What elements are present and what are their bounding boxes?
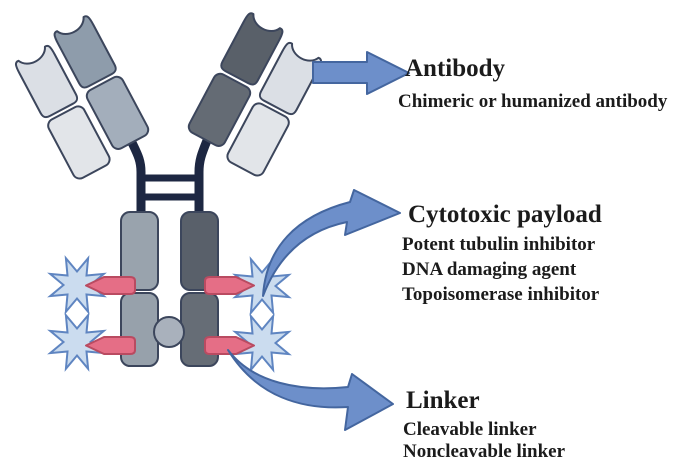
antibody-title: Antibody <box>405 55 506 82</box>
heavy-chain-variable-domain <box>220 12 284 86</box>
linker-title: Linker <box>406 387 480 414</box>
linker-icon <box>204 276 255 295</box>
heavy-chain-left <box>53 15 150 150</box>
linker-arrow <box>227 349 394 431</box>
light-chain-right <box>226 41 323 177</box>
linker-item-cleavable: Cleavable linker <box>403 419 537 440</box>
linker-arrows <box>85 276 255 355</box>
heavy-chain-right <box>187 12 284 147</box>
hinge-region <box>123 128 215 221</box>
linker-item-noncleavable: Noncleavable linker <box>403 441 566 462</box>
fc-region <box>120 211 219 367</box>
fc-domain-right-lower <box>180 292 219 367</box>
antibody-description: Chimeric or humanized antibody <box>398 91 668 112</box>
heavy-chain-variable-domain <box>53 15 117 89</box>
payload-item-dna: DNA damaging agent <box>402 259 577 280</box>
payload-star-icon <box>47 312 107 372</box>
fc-domain-left-lower <box>120 292 159 367</box>
payload-item-topoisomerase: Topoisomerase inhibitor <box>402 284 600 305</box>
payload-star-icon <box>47 255 107 315</box>
hinge-line-left <box>123 129 146 221</box>
payload-item-tubulin: Potent tubulin inhibitor <box>402 234 596 255</box>
payload-title: Cytotoxic payload <box>408 201 602 228</box>
payload-star-icon <box>232 313 292 373</box>
light-chain-variable-domain <box>14 44 79 119</box>
payload-stars <box>47 255 292 373</box>
glycan-circle <box>153 316 185 348</box>
fc-domain-right-upper <box>180 211 219 291</box>
fab-arm-right <box>187 12 323 177</box>
heavy-chain-constant-domain <box>85 75 150 150</box>
linker-icon <box>85 336 136 355</box>
payload-arrow <box>262 189 401 297</box>
payload-star-icon <box>232 256 292 316</box>
light-chain-constant-domain <box>226 102 290 177</box>
fc-domain-left-upper <box>120 211 159 291</box>
linker-icon <box>204 336 255 355</box>
linker-icon <box>85 276 136 295</box>
heavy-chain-constant-domain <box>187 72 252 147</box>
hinge-line-right <box>194 128 215 221</box>
fab-arm-left <box>14 15 150 180</box>
light-chain-left <box>14 44 111 180</box>
antibody-arrow <box>312 51 410 95</box>
light-chain-constant-domain <box>47 105 111 180</box>
